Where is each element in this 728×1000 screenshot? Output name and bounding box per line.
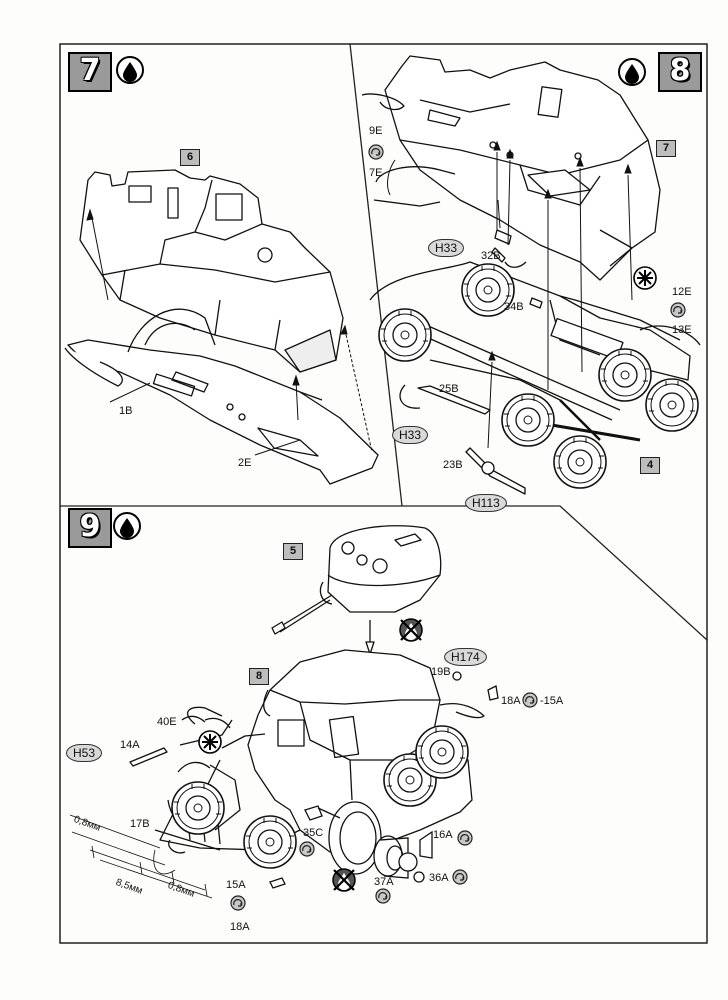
sprue-marker-icon xyxy=(457,830,473,846)
wheel-icon xyxy=(171,781,225,835)
paint-callout: H174 xyxy=(444,648,487,666)
part-label: 18A xyxy=(230,921,250,933)
sprue-marker-icon xyxy=(522,692,538,708)
wheel-icon xyxy=(501,393,555,447)
wheel-icon xyxy=(378,308,432,362)
part-label: 37A xyxy=(374,876,394,888)
part-label: 16A xyxy=(433,829,453,841)
sprue-marker-icon xyxy=(230,895,246,911)
part-label: 15A xyxy=(226,879,246,891)
part-label: 17B xyxy=(130,818,150,830)
glue-drop-icon xyxy=(113,512,141,540)
part-label: 12E xyxy=(672,286,692,298)
wheel-icon xyxy=(415,725,469,779)
wheel-rotate-icon xyxy=(198,730,222,754)
part-label: 32B xyxy=(481,250,501,262)
part-label: -15A xyxy=(540,695,564,707)
part-label: 13E xyxy=(672,324,692,336)
step8-chassis xyxy=(369,229,701,495)
step-number-7: 7 xyxy=(68,52,112,92)
part-label: 7E xyxy=(369,167,383,179)
glue-drop-icon xyxy=(116,56,144,84)
step7-drawing xyxy=(64,169,379,485)
subassembly-ref: 4 xyxy=(640,457,660,474)
part-label: 14A xyxy=(120,739,140,751)
part-label: 34B xyxy=(504,301,524,313)
paint-drop-icon xyxy=(618,58,646,86)
step-number-9: 9 xyxy=(68,508,112,548)
part-label: 9E xyxy=(369,125,383,137)
sprue-marker-icon xyxy=(670,302,686,318)
sprue-marker-icon xyxy=(368,144,384,160)
part-label: 25B xyxy=(439,383,459,395)
wheel-rotate-icon xyxy=(633,266,657,290)
subassembly-ref: 6 xyxy=(180,149,200,166)
paint-callout: H53 xyxy=(66,744,103,762)
step9-dims xyxy=(69,814,213,899)
wheel-icon xyxy=(243,815,297,869)
sprue-marker-icon xyxy=(375,888,391,904)
part-label: 40E xyxy=(157,716,177,728)
step-number-8: 8 xyxy=(658,52,702,92)
part-label: 36A xyxy=(429,872,449,884)
subassembly-ref: 7 xyxy=(656,140,676,157)
no-glue-icon xyxy=(331,867,357,893)
paint-callout: H33 xyxy=(428,239,465,257)
no-glue-icon xyxy=(398,617,424,643)
step9-turret xyxy=(271,525,442,655)
step8-body xyxy=(361,55,661,281)
part-label: 19B xyxy=(431,666,451,678)
subassembly-ref: 8 xyxy=(249,668,269,685)
part-label: 23B xyxy=(443,459,463,471)
wheel-icon xyxy=(598,348,652,402)
paint-callout: H113 xyxy=(465,494,507,512)
part-label: 35C xyxy=(303,827,324,839)
part-label: 18A xyxy=(501,695,521,707)
step8-arrows xyxy=(387,140,633,449)
step7-arrows xyxy=(86,208,373,456)
paint-callout: H33 xyxy=(392,426,429,444)
sprue-marker-icon xyxy=(299,841,315,857)
wheel-icon xyxy=(553,435,607,489)
subassembly-ref: 5 xyxy=(283,543,303,560)
step9-wheel-parts xyxy=(168,671,499,889)
part-label: 2E xyxy=(238,457,252,469)
sprue-marker-icon xyxy=(452,869,468,885)
wheel-icon xyxy=(645,378,699,432)
part-label: 1B xyxy=(119,405,133,417)
